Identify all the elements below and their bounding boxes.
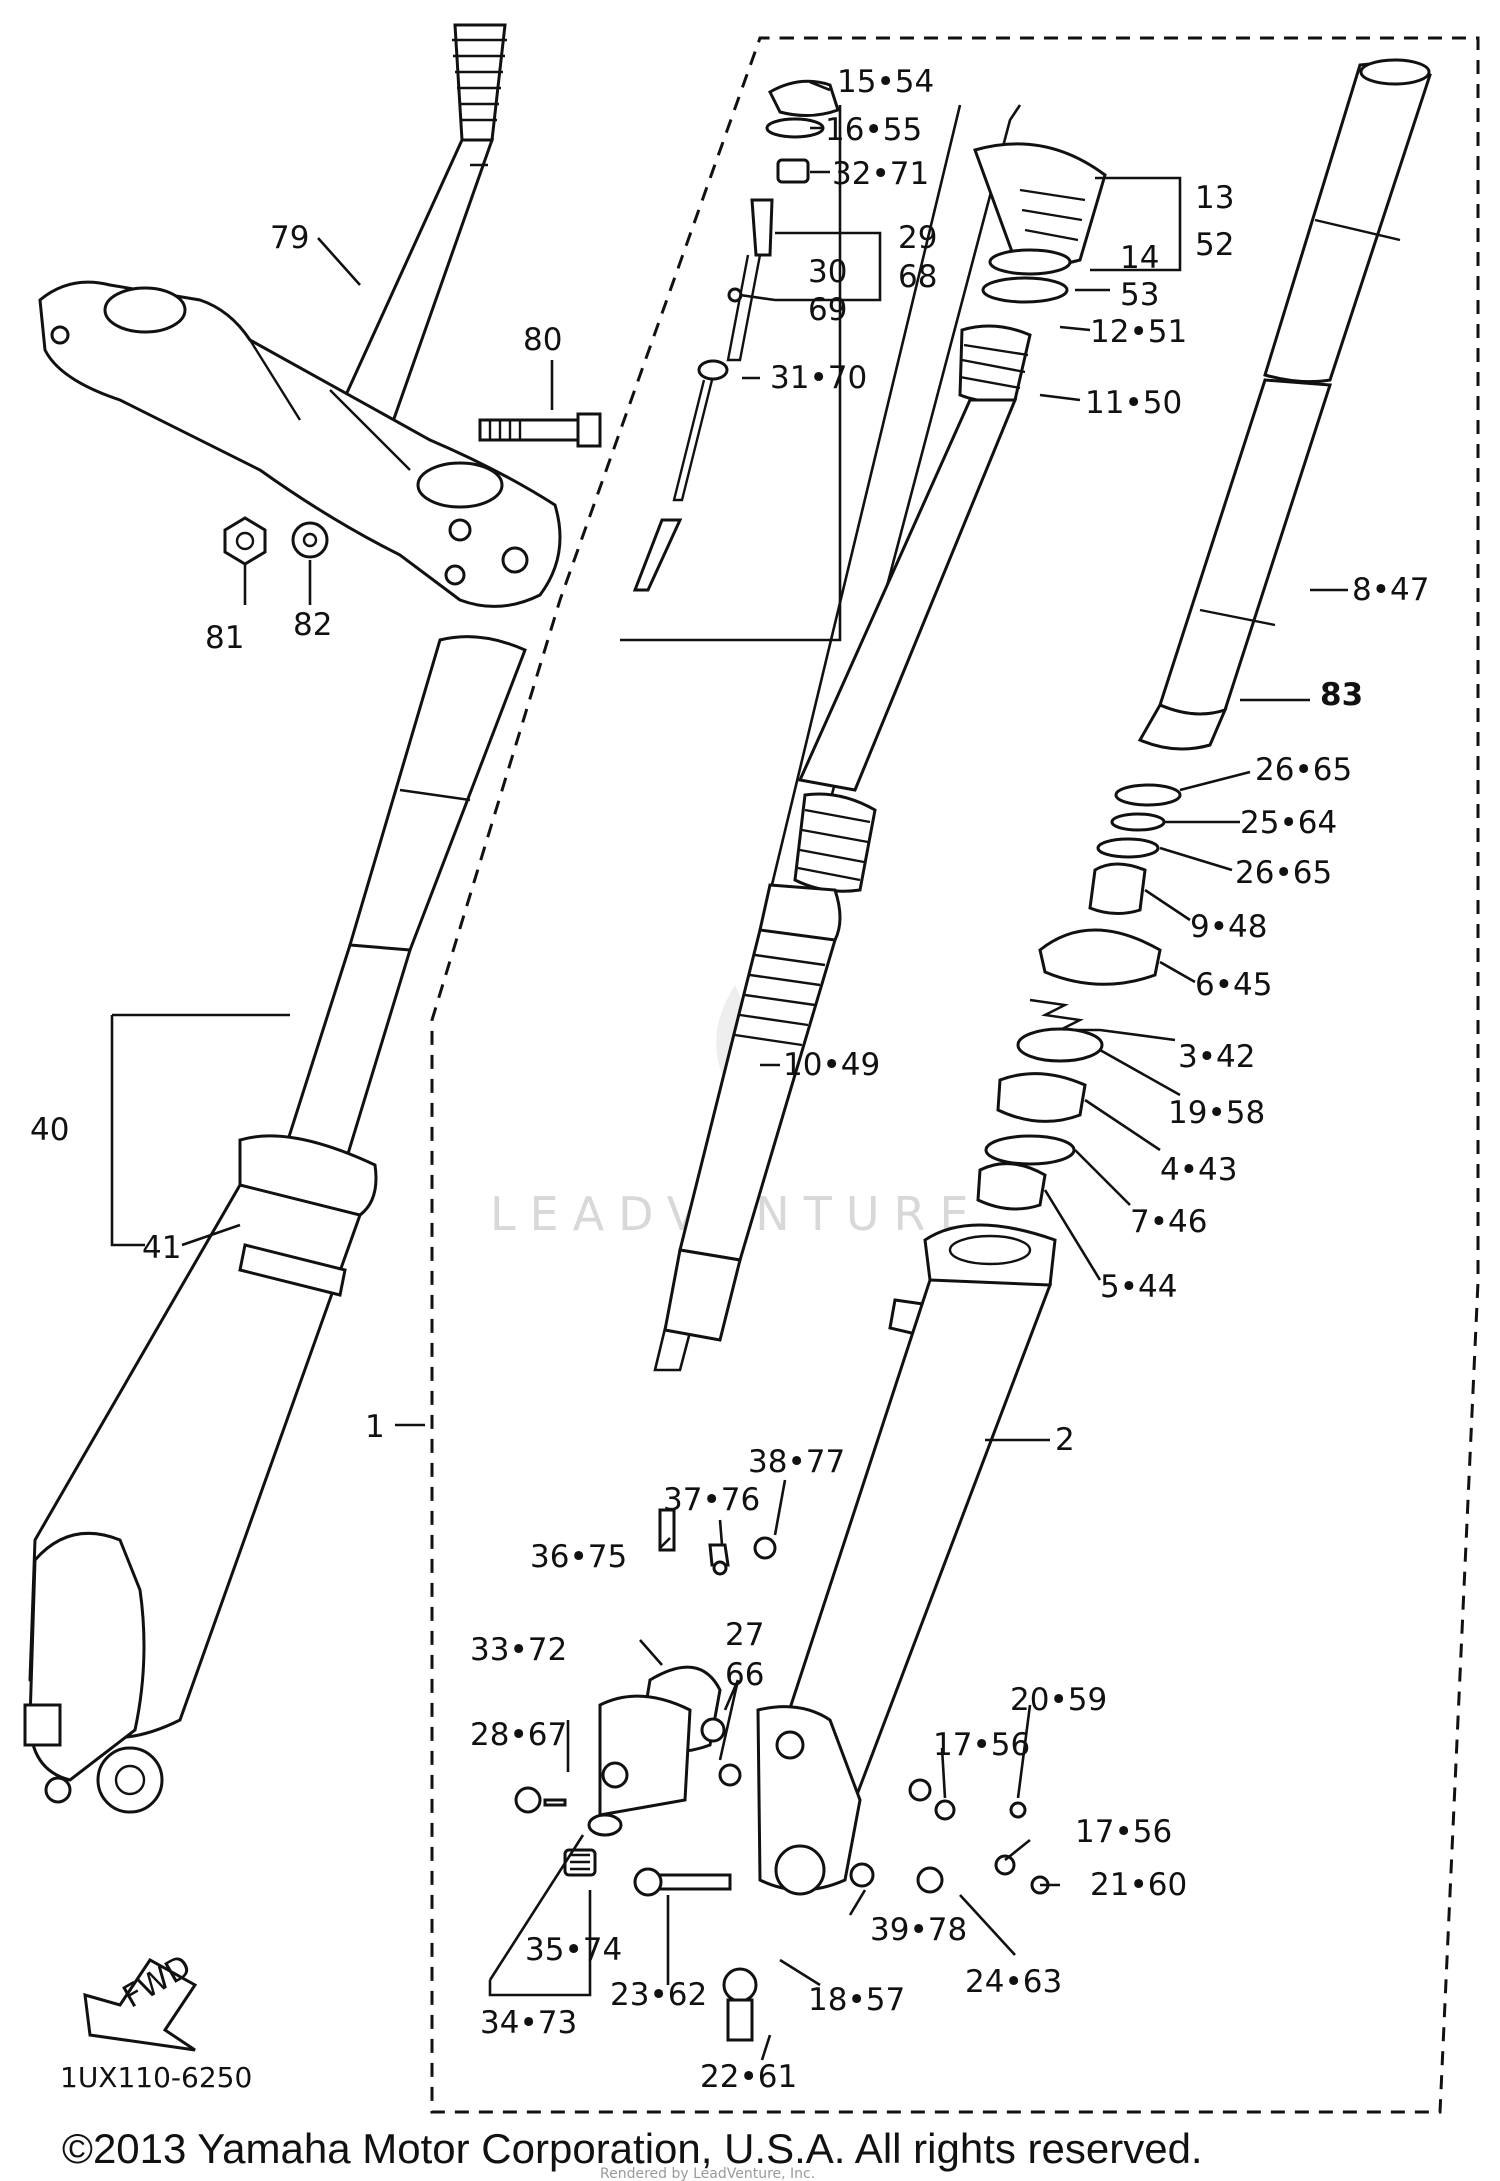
label-26-65-a: 26•65 <box>1255 752 1352 788</box>
assembly-boundary <box>430 36 1480 2114</box>
damper-cap-parts <box>632 79 840 592</box>
label-4-43: 4•43 <box>1160 1152 1237 1188</box>
label-8-47: 8•47 <box>1352 572 1429 608</box>
label-33-72: 33•72 <box>470 1632 567 1668</box>
diagram-code: 1UX110-6250 <box>60 2061 252 2094</box>
label-11-50: 11•50 <box>1085 385 1182 421</box>
label-37-76: 37•76 <box>663 1482 760 1518</box>
label-81: 81 <box>205 620 244 656</box>
label-10-49: 10•49 <box>783 1047 880 1083</box>
label-6-45: 6•45 <box>1195 967 1272 1003</box>
under-bracket <box>38 280 562 608</box>
label-27-66-a: 27 <box>725 1617 764 1653</box>
label-41: 41 <box>142 1230 181 1266</box>
label-13-52-a: 13 <box>1195 180 1234 216</box>
label-34-73: 34•73 <box>480 2005 577 2041</box>
label-29-68-a: 29 <box>898 220 937 256</box>
label-24-63: 24•63 <box>965 1964 1062 2000</box>
label-18-57: 18•57 <box>808 1982 905 2018</box>
fwd-arrow-icon: FWD <box>83 1948 197 2052</box>
label-9-48: 9•48 <box>1190 909 1267 945</box>
left-fork-assembly <box>23 635 527 1814</box>
label-27-66-b: 66 <box>725 1657 764 1693</box>
label-2: 2 <box>1055 1422 1075 1458</box>
caliper-parts <box>514 1508 1050 2042</box>
label-38-77: 38•77 <box>748 1444 845 1480</box>
label-5-44: 5•44 <box>1100 1269 1177 1305</box>
label-36-75: 36•75 <box>530 1539 627 1575</box>
steering-stem <box>327 23 507 432</box>
leader-lines <box>110 80 1348 2061</box>
label-15-54: 15•54 <box>837 64 934 100</box>
label-14-53-b: 53 <box>1120 277 1159 313</box>
seal-stack <box>976 783 1182 1211</box>
label-17-56-b: 17•56 <box>1075 1814 1172 1850</box>
nut-81 <box>223 516 267 566</box>
label-28-67: 28•67 <box>470 1717 567 1753</box>
label-23-62: 23•62 <box>610 1977 707 2013</box>
label-29-68-b: 68 <box>898 259 937 295</box>
footer-small: Rendered by LeadVenture, Inc. <box>600 2166 815 2181</box>
label-12-51: 12•51 <box>1090 314 1187 350</box>
copyright: ©2013 Yamaha Motor Corporation, U.S.A. A… <box>62 2125 1203 2172</box>
label-25-64: 25•64 <box>1240 805 1337 841</box>
label-14-53-a: 14 <box>1120 240 1159 276</box>
pinch-bolt-80 <box>478 412 602 448</box>
label-22-61: 22•61 <box>700 2059 797 2095</box>
label-16-55: 16•55 <box>825 112 922 148</box>
label-30-69-b: 69 <box>808 292 847 328</box>
label-1: 1 <box>365 1409 385 1445</box>
washer-82 <box>291 521 329 559</box>
label-80: 80 <box>523 322 562 358</box>
label-83: 83 <box>1320 677 1363 713</box>
label-35-74: 35•74 <box>525 1932 622 1968</box>
label-32-71: 32•71 <box>832 156 929 192</box>
label-17-56-a: 17•56 <box>933 1727 1030 1763</box>
label-7-46: 7•46 <box>1130 1204 1207 1240</box>
label-31-70: 31•70 <box>770 360 867 396</box>
label-30-69-a: 30 <box>808 254 847 290</box>
label-19-58: 19•58 <box>1168 1095 1265 1131</box>
right-outer-slider <box>756 1223 1057 1896</box>
label-13-52-b: 52 <box>1195 227 1234 263</box>
center-inner-tube <box>663 142 1107 1342</box>
label-40: 40 <box>30 1112 69 1148</box>
label-39-78: 39•78 <box>870 1912 967 1948</box>
label-79: 79 <box>270 220 309 256</box>
right-upper-tube <box>1137 58 1432 751</box>
label-20-59: 20•59 <box>1010 1682 1107 1718</box>
label-82: 82 <box>293 607 332 643</box>
label-21-60: 21•60 <box>1090 1867 1187 1903</box>
label-3-42: 3•42 <box>1178 1039 1255 1075</box>
part-labels: 79 80 81 82 40 41 1 15•54 16•55 32•71 29… <box>30 64 1429 2095</box>
label-26-65-b: 26•65 <box>1235 855 1332 891</box>
